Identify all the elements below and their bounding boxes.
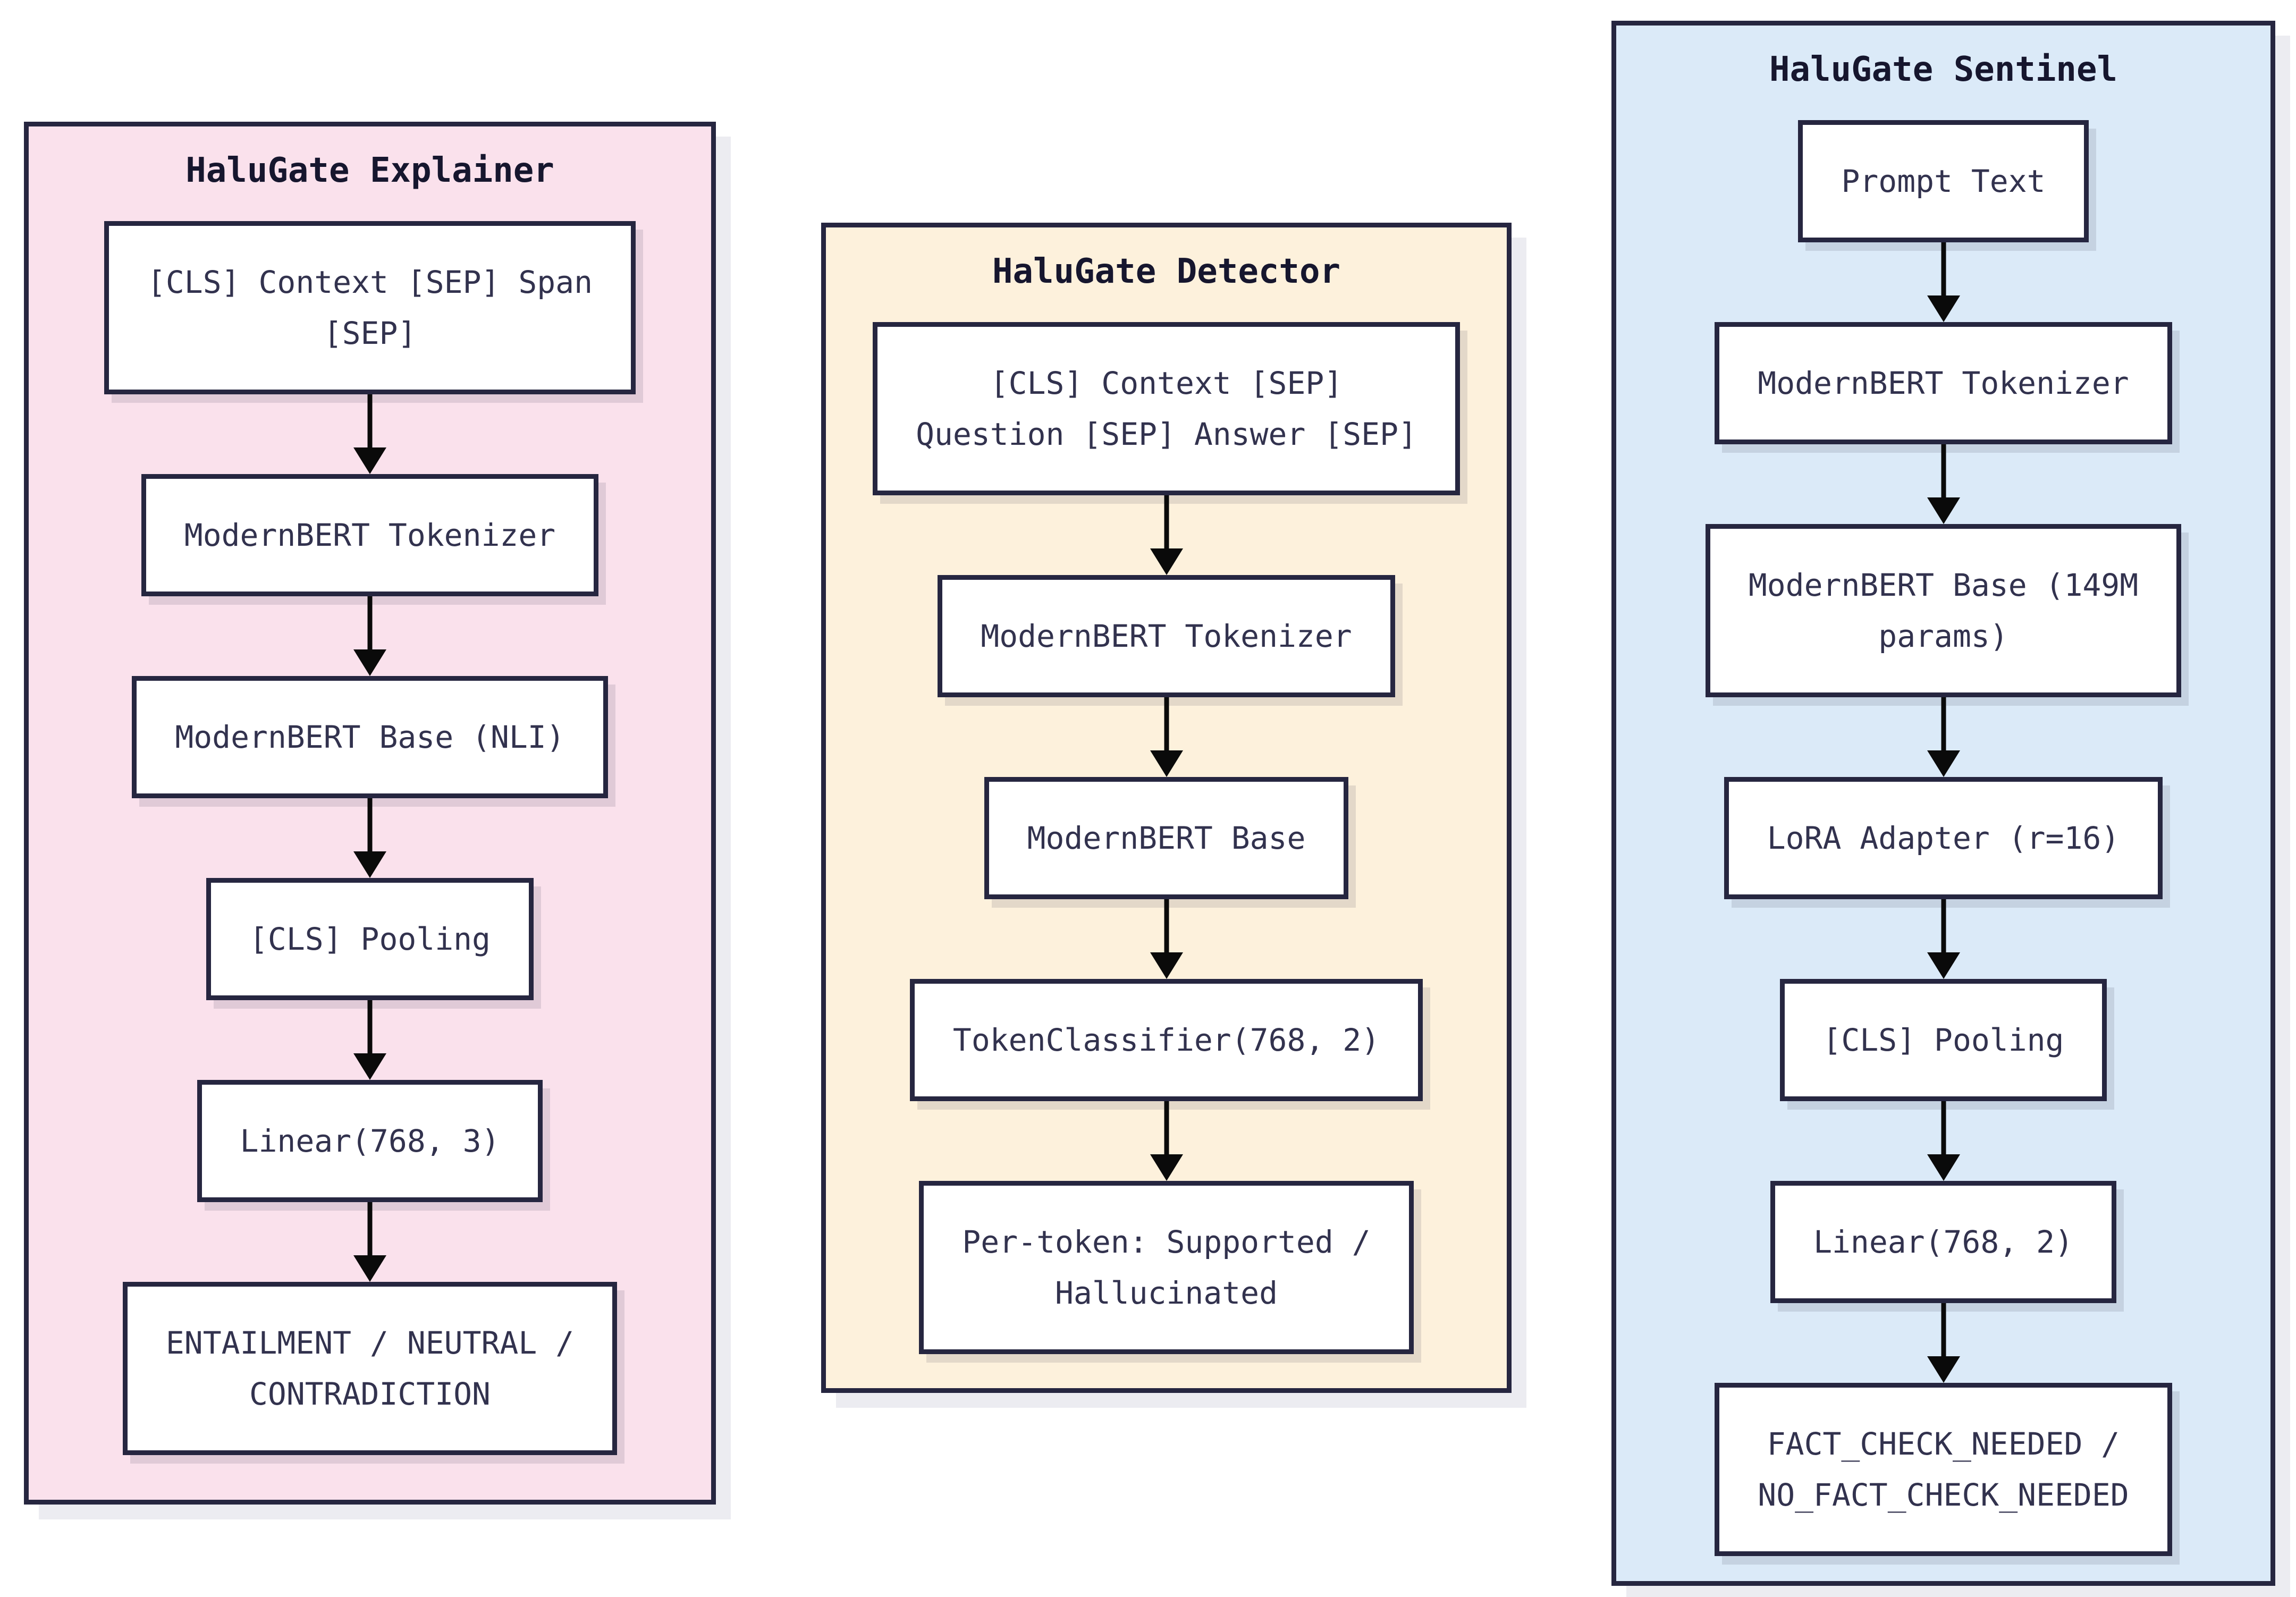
panel-title-sentinel: HaluGate Sentinel [1769, 50, 2118, 89]
flow-arrow [1927, 899, 1961, 979]
node-label-line: [SEP] [323, 315, 417, 351]
node-label-line: Question [SEP] Answer [SEP] [916, 416, 1417, 452]
node-label-line: TokenClassifier(768, 2) [952, 1022, 1380, 1058]
node-label-line: ModernBERT Base (149M [1748, 567, 2139, 603]
node-label-line: ModernBERT Base [1027, 820, 1306, 856]
node-output-entailment-neutral-contradiction: ENTAILMENT / NEUTRAL / CONTRADICTION [122, 1282, 618, 1455]
flow-arrow [353, 394, 387, 474]
node-input-cls-context-question-answer: [CLS] Context [SEP] Question [SEP] Answe… [873, 322, 1460, 495]
flow-arrow [1927, 697, 1961, 777]
node-label-line: [CLS] Pooling [1822, 1022, 2064, 1058]
node-label-line: CONTRADICTION [249, 1376, 491, 1412]
node-lora-adapter-r16: LoRA Adapter (r=16) [1724, 777, 2163, 899]
node-modernbert-tokenizer: ModernBERT Tokenizer [141, 474, 599, 596]
node-linear-768-2: Linear(768, 2) [1770, 1181, 2116, 1303]
node-cls-pooling: [CLS] Pooling [1779, 979, 2107, 1101]
node-label-line: FACT_CHECK_NEEDED / [1767, 1426, 2120, 1462]
node-linear-768-3: Linear(768, 3) [197, 1080, 543, 1202]
flow-arrow [1927, 1303, 1961, 1383]
node-label-line: ModernBERT Tokenizer [1758, 365, 2129, 401]
node-modernbert-tokenizer: ModernBERT Tokenizer [938, 575, 1395, 697]
node-label-line: Linear(768, 3) [240, 1123, 500, 1159]
panel-title-detector: HaluGate Detector [992, 252, 1341, 291]
node-label-line: [CLS] Context [SEP] [990, 365, 1343, 401]
flow-arrow [353, 596, 387, 676]
node-label-line: ENTAILMENT / NEUTRAL / [165, 1325, 575, 1361]
node-label-line: NO_FACT_CHECK_NEEDED [1758, 1477, 2129, 1513]
node-label-line: Hallucinated [1054, 1275, 1278, 1311]
node-label-line: params) [1878, 618, 2008, 654]
node-label-line: [CLS] Pooling [249, 921, 491, 957]
node-label-line: ModernBERT Base (NLI) [175, 719, 565, 755]
panel-halugate-sentinel: HaluGate Sentinel Prompt Text ModernBERT… [1611, 21, 2275, 1586]
node-label-line: Linear(768, 2) [1813, 1224, 2073, 1260]
flow-arrow [1150, 899, 1184, 979]
node-output-fact-check-needed: FACT_CHECK_NEEDED / NO_FACT_CHECK_NEEDED [1715, 1383, 2172, 1556]
flow-arrow [1927, 1101, 1961, 1181]
node-label-line: LoRA Adapter (r=16) [1767, 820, 2120, 856]
flow-arrow [1927, 242, 1961, 322]
node-output-per-token-supported-hallucinated: Per-token: Supported / Hallucinated [919, 1181, 1414, 1354]
node-modernbert-base-149m-params: ModernBERT Base (149M params) [1705, 524, 2182, 697]
panel-halugate-explainer: HaluGate Explainer [CLS] Context [SEP] S… [24, 122, 716, 1505]
panel-halugate-detector: HaluGate Detector [CLS] Context [SEP] Qu… [821, 223, 1512, 1393]
node-modernbert-base: ModernBERT Base [984, 777, 1349, 899]
flow-arrow [1150, 495, 1184, 575]
node-label-line: ModernBERT Tokenizer [184, 517, 556, 553]
node-tokenclassifier-768-2: TokenClassifier(768, 2) [909, 979, 1423, 1101]
flow-arrow [353, 1000, 387, 1080]
flow-arrow [1150, 697, 1184, 777]
node-cls-pooling: [CLS] Pooling [206, 878, 534, 1000]
node-label-line: Per-token: Supported / [962, 1224, 1371, 1260]
flow-arrow [1150, 1101, 1184, 1181]
node-modernbert-tokenizer: ModernBERT Tokenizer [1715, 322, 2172, 444]
flow-arrow [1927, 444, 1961, 524]
node-label-line: ModernBERT Tokenizer [981, 618, 1352, 654]
node-modernbert-base-nli: ModernBERT Base (NLI) [132, 676, 608, 798]
node-label-line: [CLS] Context [SEP] Span [147, 264, 593, 300]
panel-title-explainer: HaluGate Explainer [185, 151, 554, 190]
node-input-prompt-text: Prompt Text [1798, 120, 2089, 242]
node-label-line: Prompt Text [1841, 163, 2046, 199]
node-input-cls-context-span: [CLS] Context [SEP] Span [SEP] [104, 221, 636, 394]
flow-arrow [353, 1202, 387, 1282]
flow-arrow [353, 798, 387, 878]
